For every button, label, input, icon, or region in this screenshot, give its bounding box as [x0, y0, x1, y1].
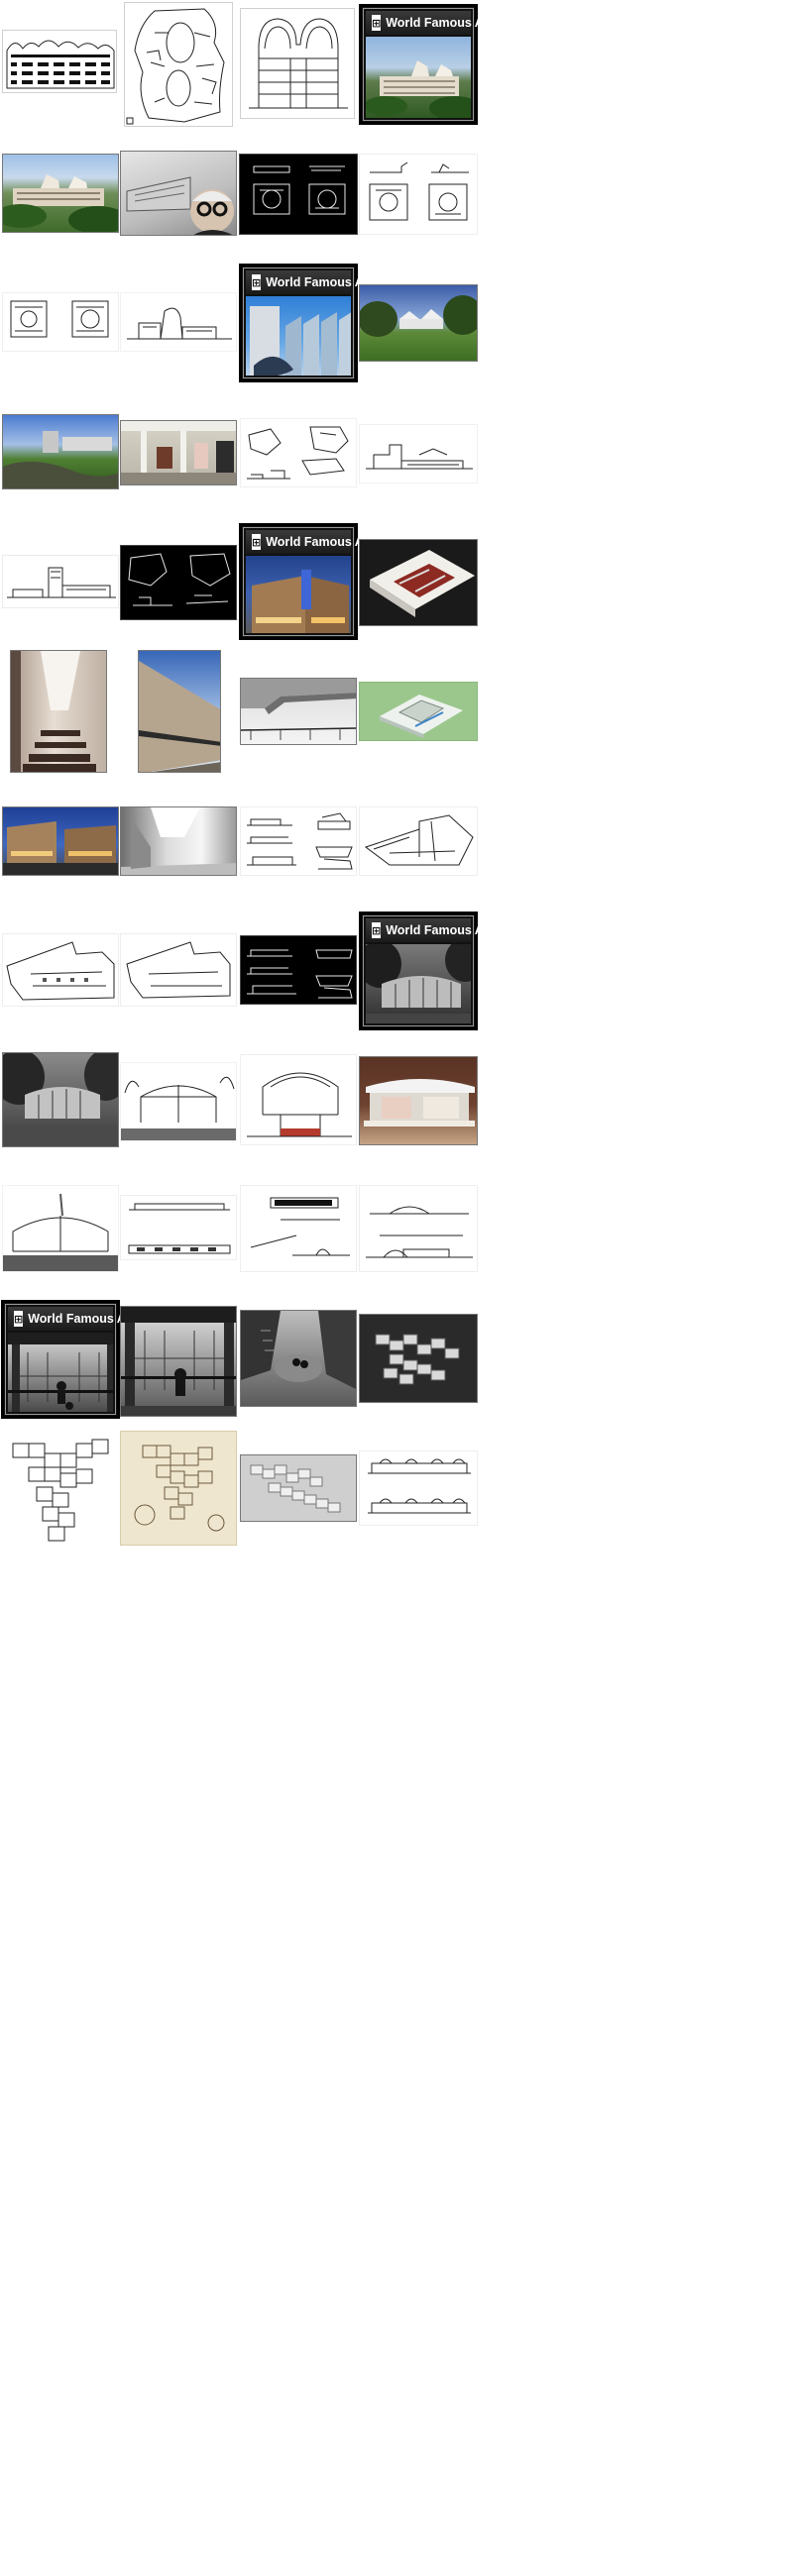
- plan-elevation-sheet[interactable]: [120, 1195, 237, 1260]
- feature-banner-card-1[interactable]: ⊞ World Famous Architecture: [359, 4, 547, 125]
- facade-elevation-drawing[interactable]: [2, 30, 117, 93]
- brick-museum-dusk-photo: [246, 556, 351, 633]
- white-model-photo[interactable]: [359, 539, 478, 626]
- logo-icon: ⊞: [372, 15, 382, 31]
- skylit-stair-photo[interactable]: [10, 650, 107, 773]
- orphanage-interior-bw-photo: [8, 1333, 113, 1412]
- banner-title: World Famous Architecture: [386, 923, 548, 937]
- site-plan-sketches[interactable]: [240, 418, 357, 487]
- elevation-line-drawing[interactable]: [120, 292, 237, 352]
- sepia-hand-drawn-plan[interactable]: [120, 1431, 237, 1546]
- banner-header: ⊞ World Famous Architecture: [366, 11, 547, 35]
- museum-night-plaza-photo[interactable]: [2, 806, 119, 876]
- feature-banner-card-2[interactable]: ⊞ World Famous Architecture: [239, 264, 427, 382]
- feature-banner-card-3[interactable]: ⊞ World Famous Architecture: [239, 523, 427, 640]
- forest-house-photo[interactable]: [2, 1052, 119, 1147]
- building-section-drawing[interactable]: [240, 8, 355, 119]
- dark-elevations-sheet[interactable]: [240, 935, 357, 1005]
- feature-banner-card-4[interactable]: ⊞ World Famous Architecture: [359, 912, 547, 1030]
- feature-banner-card-5[interactable]: ⊞ World Famous Architecture: [1, 1300, 189, 1419]
- angled-plan-drawing-large[interactable]: [2, 933, 119, 1007]
- angled-plan-drawing-copy[interactable]: [120, 933, 237, 1007]
- dark-site-drawing[interactable]: [120, 545, 237, 620]
- logo-icon: ⊞: [252, 534, 262, 550]
- twin-plans-sheet[interactable]: [2, 292, 119, 352]
- plan-and-elevation-sheet[interactable]: [359, 154, 478, 235]
- logo-icon: ⊞: [14, 1311, 24, 1327]
- angled-floor-plan-drawing[interactable]: [359, 806, 478, 876]
- interior-gallery-photo[interactable]: [120, 420, 237, 485]
- assembly-building-aerial-photo[interactable]: [2, 154, 119, 233]
- orphanage-child-photo[interactable]: [120, 1306, 237, 1417]
- section-perspective-sketch[interactable]: [2, 1185, 119, 1272]
- modular-floor-plan-drawing[interactable]: [2, 1429, 119, 1546]
- modular-model-aerial-photo[interactable]: [240, 1454, 357, 1522]
- arched-elevation-drawing[interactable]: [359, 1185, 478, 1272]
- banner-header: ⊞ World Famous Architecture: [366, 918, 547, 942]
- architect-portrait-photo[interactable]: [120, 151, 237, 236]
- long-elevation-sketch[interactable]: [359, 424, 478, 483]
- capitol-complex-photo: [366, 37, 471, 118]
- dark-plan-sheet-drawing[interactable]: [239, 154, 358, 235]
- building-terrace-photo[interactable]: [2, 414, 119, 489]
- pavilion-model-photo[interactable]: [359, 1056, 478, 1145]
- cantilever-interior-photo[interactable]: [240, 678, 357, 745]
- logo-icon: ⊞: [372, 922, 382, 938]
- courtyard-aerial-bw-photo[interactable]: [240, 1310, 357, 1407]
- modular-model-bw-photo[interactable]: [359, 1314, 478, 1403]
- long-elevation-drawing[interactable]: [2, 555, 119, 608]
- banner-title: World Famous Architecture: [386, 16, 548, 30]
- site-section-drawing[interactable]: [240, 1185, 357, 1272]
- banner-header: ⊞ World Famous Architecture: [8, 1307, 189, 1331]
- white-atrium-photo[interactable]: [120, 806, 237, 876]
- 3d-model-render[interactable]: [359, 682, 478, 741]
- structural-section-drawing[interactable]: [240, 1054, 357, 1145]
- museum-facade-photo: [246, 296, 351, 376]
- banner-header: ⊞ World Famous Architecture: [246, 270, 427, 294]
- campus-lawn-photo[interactable]: [359, 284, 478, 362]
- house-section-sketch[interactable]: [120, 1062, 237, 1141]
- elevations-set-drawing[interactable]: [240, 806, 357, 876]
- arched-elevations-sheet[interactable]: [359, 1450, 478, 1526]
- organic-floor-plan-drawing[interactable]: [124, 2, 233, 127]
- logo-icon: ⊞: [252, 274, 262, 290]
- banner-header: ⊞ World Famous Architecture: [246, 530, 427, 554]
- concrete-wall-photo[interactable]: [138, 650, 221, 773]
- forest-house-bw-photo: [366, 944, 471, 1023]
